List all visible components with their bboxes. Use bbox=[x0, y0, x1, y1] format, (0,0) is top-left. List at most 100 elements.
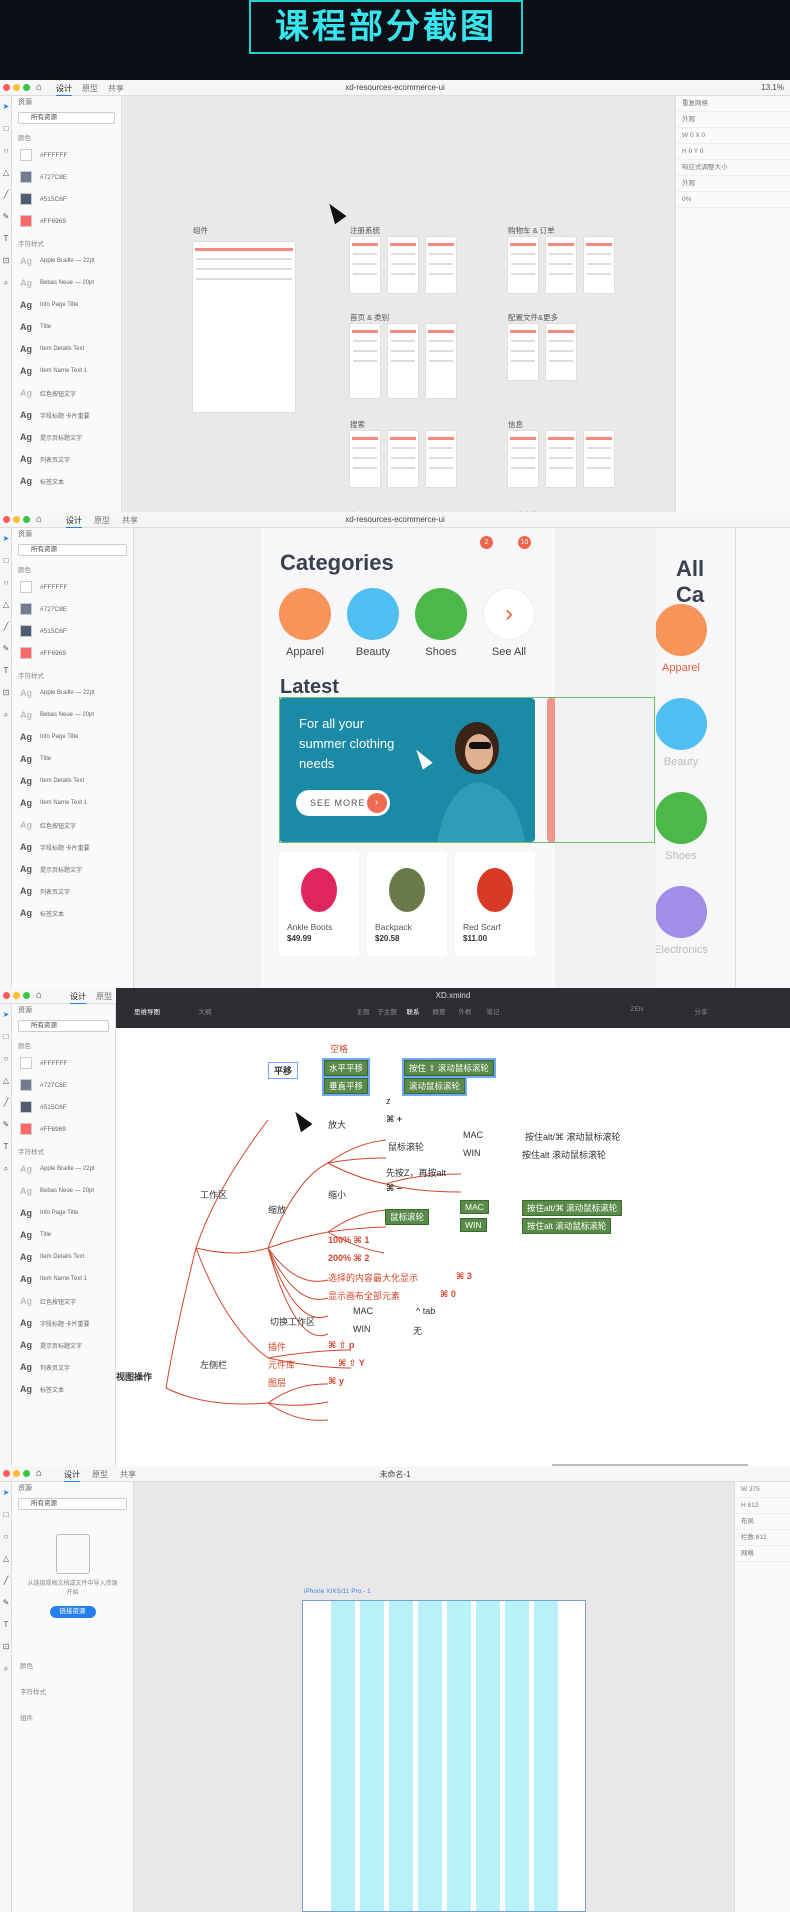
color-swatch-item[interactable]: #FF6969 bbox=[12, 1118, 115, 1140]
xmind-toolbar-button[interactable]: 子主题 bbox=[377, 1009, 397, 1016]
artboard-thumbnail[interactable] bbox=[546, 237, 576, 293]
artboard-thumbnail[interactable] bbox=[584, 237, 614, 293]
mindmap-node[interactable]: 放大 bbox=[328, 1120, 347, 1130]
polygon-tool-icon[interactable]: △ bbox=[2, 1554, 10, 1563]
xmind-toolbar-button[interactable]: 笔记 bbox=[486, 1009, 500, 1016]
assets-filter[interactable]: 所有资源 bbox=[18, 1020, 109, 1032]
mindmap-node[interactable]: 元件库 bbox=[268, 1360, 296, 1370]
side-category-item[interactable]: Electronics bbox=[656, 886, 716, 956]
line-tool-icon[interactable]: ╱ bbox=[3, 1098, 9, 1107]
asset-section-header[interactable]: 颜色 bbox=[20, 1663, 33, 1670]
inspector-columns[interactable]: 栏数 812 bbox=[735, 1530, 790, 1546]
close-dot[interactable] bbox=[3, 84, 10, 91]
assets-filter[interactable]: 所有资源 bbox=[18, 544, 127, 556]
maximize-dot[interactable] bbox=[23, 516, 30, 523]
minimize-dot[interactable] bbox=[13, 516, 20, 523]
assets-filter[interactable]: 所有资源 bbox=[18, 1498, 127, 1510]
artboard-tool-icon[interactable]: ⊡ bbox=[2, 1642, 10, 1651]
mindmap-node[interactable]: ⌘ – bbox=[386, 1183, 402, 1193]
artboard-thumbnail[interactable] bbox=[350, 237, 380, 293]
minimize-dot[interactable] bbox=[13, 992, 20, 999]
mindmap-node[interactable]: 垂直平移 bbox=[321, 1076, 371, 1096]
tab-prototype[interactable]: 原型 bbox=[82, 84, 98, 93]
text-tool-icon[interactable]: T bbox=[3, 1142, 9, 1151]
rectangle-tool-icon[interactable]: □ bbox=[3, 556, 9, 565]
rectangle-tool-icon[interactable]: □ bbox=[3, 1510, 9, 1519]
side-category-item[interactable]: Apparel bbox=[656, 604, 716, 674]
mindmap-node[interactable]: MAC bbox=[463, 1130, 483, 1140]
home-icon[interactable]: ⌂ bbox=[36, 82, 43, 93]
mindmap-node[interactable]: 切换工作区 bbox=[270, 1317, 316, 1327]
product-card[interactable]: Backpack$20.58 bbox=[367, 852, 447, 956]
mindmap-node[interactable]: 按住 ⇧ 滚动鼠标滚轮 bbox=[402, 1058, 496, 1078]
artboard-thumbnail[interactable] bbox=[350, 431, 380, 487]
text-tool-icon[interactable]: T bbox=[3, 234, 9, 243]
color-swatch-item[interactable]: #FF6969 bbox=[12, 642, 133, 664]
select-tool-icon[interactable]: ➤ bbox=[2, 102, 10, 111]
artboard-tool-icon[interactable]: ⊡ bbox=[2, 256, 10, 265]
mindmap-node[interactable]: ^ tab bbox=[416, 1306, 436, 1316]
polygon-tool-icon[interactable]: △ bbox=[2, 1076, 10, 1085]
color-swatch-item[interactable]: #515C6F bbox=[12, 188, 121, 210]
zoom-tool-icon[interactable]: ⌕ bbox=[3, 1164, 9, 1173]
artboard-thumbnail[interactable] bbox=[350, 324, 380, 398]
home-icon[interactable]: ⌂ bbox=[36, 514, 43, 525]
artboard-thumbnail[interactable] bbox=[546, 431, 576, 487]
xmind-toolbar-button[interactable]: 大纲 bbox=[198, 1009, 212, 1016]
asset-section-header[interactable]: 字符样式 bbox=[20, 1689, 46, 1696]
color-swatch-item[interactable]: #515C6F bbox=[12, 620, 133, 642]
mindmap-node[interactable]: 平移 bbox=[268, 1062, 299, 1079]
mindmap-node[interactable]: MAC bbox=[460, 1200, 489, 1214]
artboard-thumbnail[interactable] bbox=[508, 431, 538, 487]
inspector-layout[interactable]: 布局 bbox=[735, 1514, 790, 1530]
text-tool-icon[interactable]: T bbox=[3, 666, 9, 675]
mindmap-node[interactable]: 工作区 bbox=[200, 1190, 228, 1200]
mindmap-node[interactable]: WIN bbox=[463, 1148, 481, 1158]
color-swatch-item[interactable]: #727C8E bbox=[12, 1074, 115, 1096]
mindmap-node[interactable]: 先按Z，再按alt bbox=[386, 1168, 447, 1178]
ellipse-tool-icon[interactable]: ○ bbox=[3, 578, 9, 587]
maximize-dot[interactable] bbox=[23, 84, 30, 91]
inspector-row[interactable]: 响应式调整大小 bbox=[676, 160, 790, 176]
pen-tool-icon[interactable]: ✎ bbox=[2, 1598, 10, 1607]
artboard-name[interactable]: iPhone X/XS/11 Pro - 1 bbox=[304, 1588, 371, 1595]
mindmap-node[interactable]: 左侧栏 bbox=[200, 1360, 228, 1370]
line-tool-icon[interactable]: ╱ bbox=[3, 190, 9, 199]
link-assets-button[interactable]: 链接资源 bbox=[49, 1606, 96, 1618]
ellipse-tool-icon[interactable]: ○ bbox=[3, 1054, 9, 1063]
xmind-toolbar-button[interactable]: 主题 bbox=[356, 1009, 370, 1016]
color-swatch-item[interactable]: #FF6969 bbox=[12, 210, 121, 232]
mindmap-node[interactable]: WIN bbox=[460, 1218, 487, 1232]
side-category-item[interactable]: Beauty bbox=[656, 698, 716, 768]
select-tool-icon[interactable]: ➤ bbox=[2, 1010, 10, 1019]
tab-design[interactable]: 设计 bbox=[70, 991, 86, 1005]
mindmap-node[interactable]: ⌘ + bbox=[386, 1114, 403, 1124]
close-dot[interactable] bbox=[3, 992, 10, 999]
mindmap-node[interactable]: ⌘ ⇧ p bbox=[328, 1340, 355, 1350]
product-card[interactable]: Red Scarf$11.00 bbox=[455, 852, 535, 956]
mindmap-node[interactable]: 鼠标滚轮 bbox=[385, 1209, 430, 1225]
mindmap-node[interactable]: WIN bbox=[353, 1324, 371, 1334]
color-swatch-item[interactable]: #727C8E bbox=[12, 598, 133, 620]
artboard-tool-icon[interactable]: ⊡ bbox=[2, 688, 10, 697]
polygon-tool-icon[interactable]: △ bbox=[2, 168, 10, 177]
minimize-dot[interactable] bbox=[13, 1470, 20, 1477]
zoom-tool-icon[interactable]: ⌕ bbox=[3, 278, 9, 287]
artboard-thumbnail[interactable] bbox=[584, 431, 614, 487]
color-swatch-item[interactable]: #FFFFFF bbox=[12, 144, 121, 166]
pen-tool-icon[interactable]: ✎ bbox=[2, 212, 10, 221]
minimize-dot[interactable] bbox=[13, 84, 20, 91]
mindmap-node[interactable]: 空格 bbox=[330, 1044, 349, 1054]
